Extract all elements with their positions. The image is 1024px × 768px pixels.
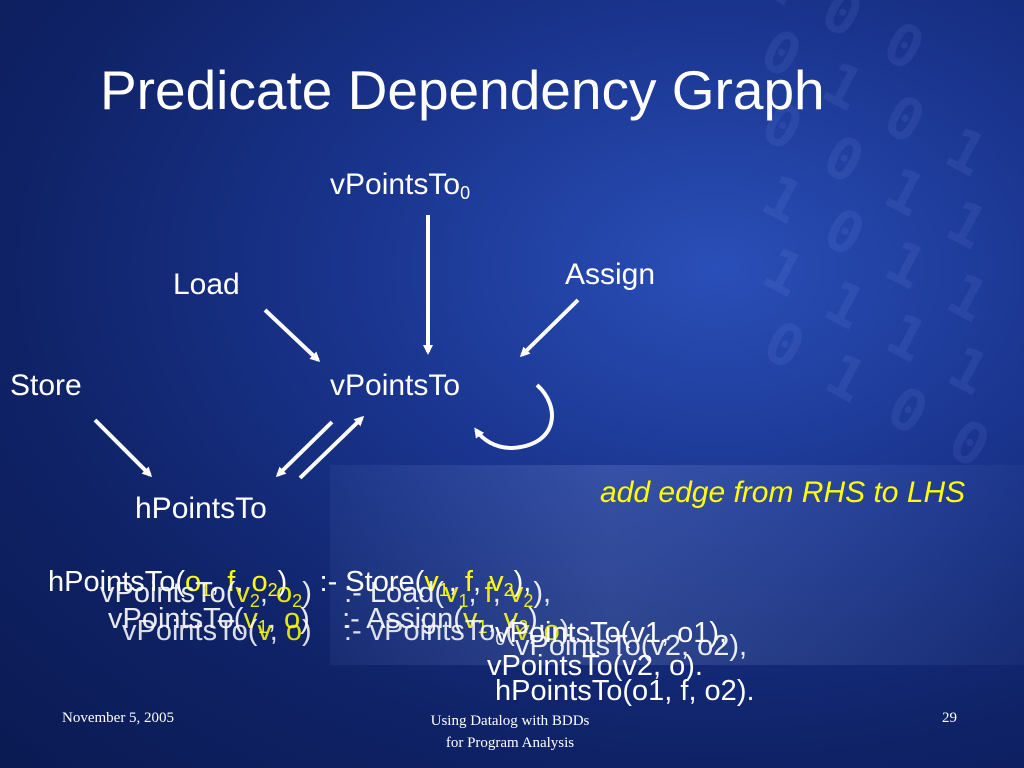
node-load: Load	[173, 268, 240, 301]
rule-2-arg: v	[235, 577, 250, 609]
rule-4-barg: o	[543, 615, 560, 647]
rule-1-barg: f	[464, 566, 473, 598]
rule-4-arg: o	[285, 615, 303, 647]
node-assign: Assign	[565, 258, 656, 291]
rule-1-sub: 2	[267, 580, 278, 600]
rule-4-body: :- vPointsTo	[343, 615, 496, 647]
rule-1-arg: f	[227, 566, 236, 598]
edge-vpointsto-self-loop	[474, 383, 554, 451]
overlay-line-1: vPointsTo(v1, o1),	[495, 617, 728, 649]
rule-3-body: :- Assign(	[342, 603, 463, 635]
rule-line-1: hPointsTo(o1, f, o2) :- Store(v1, f, v2)…	[48, 566, 532, 600]
edge-load-to-vpointsto	[263, 308, 321, 363]
rule-1-sub: 1	[438, 580, 449, 600]
rule-3-sub: 1	[477, 617, 488, 637]
node-vpointsto-0-label: vPointsTo	[330, 168, 461, 201]
node-vpointsto: vPointsTo	[330, 369, 461, 402]
rule-1-body: :- Store(	[319, 566, 425, 598]
rule-1-arg: o	[185, 566, 202, 598]
rule-2-sub: 1	[458, 591, 469, 611]
node-store: Store	[10, 369, 82, 402]
rule-line-2: vPointsTo(v2, o2) :- Load(v1, f, v2),	[100, 577, 552, 611]
edge-hpointsto-to-vpointsto	[298, 415, 365, 480]
rule-1-sub: 1	[201, 580, 212, 600]
rule-2-head: vPointsTo(	[100, 577, 236, 609]
rule-1-barg: v	[489, 566, 504, 598]
rule-2-sub: 2	[523, 591, 534, 611]
rule-3-arg: o	[284, 603, 301, 635]
rule-2-barg: v	[508, 577, 524, 609]
rule-3-sub: 2	[518, 617, 529, 637]
edge-assign-to-vpointsto	[519, 298, 580, 358]
overlay-line-4: hPointsTo(o1, f, o2).	[495, 675, 755, 707]
overlay-line-2: vPointsTo(v2, o2),	[515, 630, 748, 662]
rule-2-barg: f	[484, 577, 493, 609]
rule-3-arg: v	[243, 603, 258, 635]
rule-2-arg: o	[276, 577, 293, 609]
rule-2-sub: 2	[292, 591, 303, 611]
annotation-note: add edge from RHS to LHS	[600, 476, 966, 509]
rule-4-arg: v	[257, 615, 270, 647]
rule-1-barg: v	[424, 566, 439, 598]
node-vpointsto-0: vPointsTo0	[330, 168, 470, 204]
footer-date: November 5, 2005	[62, 710, 175, 726]
slide-title: Predicate Dependency Graph	[100, 59, 825, 121]
rule-4-sub: 0	[495, 629, 506, 649]
rule-3-barg: v	[462, 603, 478, 635]
footer-page-number: 29	[942, 710, 957, 726]
rule-3-head: vPointsTo(	[108, 603, 244, 635]
rule-2-body: :- Load(	[344, 577, 445, 609]
rule-2-barg: v	[444, 577, 459, 609]
overlay-line-3: vPointsTo(v2, o).	[487, 650, 703, 682]
node-vpointsto-0-subscript: 0	[460, 183, 471, 203]
rule-4-head: vPointsTo(	[122, 615, 258, 647]
edge-vpointsto-to-hpointsto	[275, 420, 334, 478]
footer-title-line-1: Using Datalog with BDDs	[430, 713, 590, 729]
rule-3-sub: 1	[257, 617, 268, 637]
rule-line-3: vPointsTo(v1, o) :- Assign(v1, v2),	[108, 603, 546, 637]
rule-line-4: vPointsTo(v, o) :- vPointsTo0(v, o).	[122, 615, 578, 649]
rule-1-arg: o	[251, 566, 268, 598]
footer-center: Using Datalog with BDDs for Program Anal…	[380, 710, 640, 754]
edge-store-to-hpointsto	[93, 418, 153, 478]
rule-2-sub: 2	[249, 591, 260, 611]
node-hpointsto: hPointsTo	[135, 492, 267, 525]
rule-1-sub: 2	[503, 580, 514, 600]
footer-title-line-2: for Program Analysis	[445, 735, 575, 751]
rule-3-barg: v	[503, 603, 519, 635]
rule-4-barg: v	[515, 615, 528, 647]
rule-1-head: hPointsTo(	[48, 566, 186, 598]
